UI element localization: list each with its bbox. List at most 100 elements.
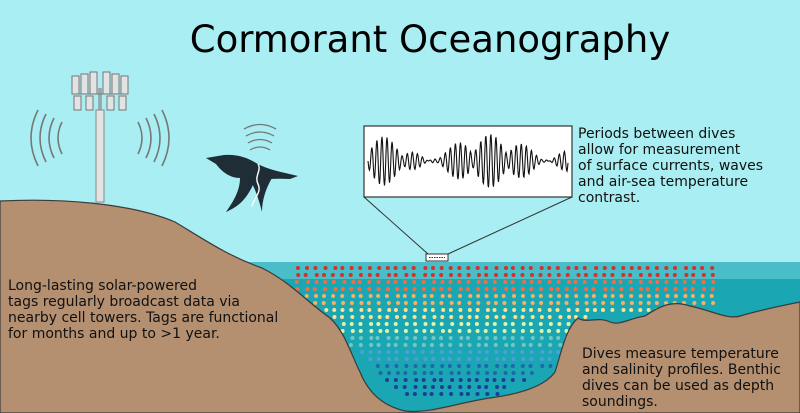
dive-profile-dot xyxy=(367,287,372,291)
dive-profile-dot xyxy=(321,301,326,305)
dive-profile-dot xyxy=(351,294,356,298)
dive-profile-dot xyxy=(684,266,688,270)
dive-profile-dot xyxy=(377,266,382,270)
dive-profile-dot xyxy=(583,315,588,319)
dive-profile-dot xyxy=(402,266,407,270)
dive-profile-dot xyxy=(423,273,428,277)
dive-profile-dot xyxy=(432,280,437,284)
dive-profile-dot xyxy=(387,273,392,277)
dive-profile-dot xyxy=(547,308,552,312)
dive-profile-dot xyxy=(582,280,587,284)
dive-profile-dot xyxy=(386,343,391,347)
dive-profile-dot xyxy=(665,294,670,298)
dive-profile-dot xyxy=(584,273,588,277)
dive-profile-dot xyxy=(368,315,373,319)
dive-profile-dot xyxy=(510,378,515,382)
note-line: Periods between dives xyxy=(578,126,736,142)
dive-profile-dot xyxy=(404,357,409,361)
dive-profile-dot xyxy=(540,364,545,368)
dive-profile-dot xyxy=(466,273,471,277)
note-line: for months and up to >1 year. xyxy=(8,326,220,342)
dive-profile-dot xyxy=(349,301,354,305)
dive-profile-dot xyxy=(360,315,365,319)
dive-profile-dot xyxy=(294,280,299,284)
dive-profile-dot xyxy=(468,294,473,298)
surface-timeseries-signal xyxy=(367,134,569,188)
dive-profile-dot xyxy=(404,336,409,340)
dive-profile-dot xyxy=(512,294,516,298)
dive-profile-dot xyxy=(412,315,417,319)
dive-profile-dot xyxy=(547,280,552,284)
dive-profile-dot xyxy=(576,273,581,277)
dive-profile-dot xyxy=(520,287,525,291)
dive-profile-dot xyxy=(628,273,633,277)
dive-profile-dot xyxy=(340,294,345,298)
dive-profile-dot xyxy=(340,315,344,319)
dive-profile-dot xyxy=(564,301,569,305)
dive-profile-dot xyxy=(467,301,472,305)
dive-profile-dot xyxy=(466,266,471,270)
dive-profile-dot xyxy=(393,343,398,347)
dive-profile-dot xyxy=(358,266,363,270)
dive-profile-dot xyxy=(621,266,626,270)
dive-profile-dot xyxy=(547,315,552,319)
dive-profile-dot xyxy=(458,343,463,347)
dive-profile-dot xyxy=(601,308,605,312)
dive-profile-dot xyxy=(538,273,543,277)
dive-profile-dot xyxy=(673,287,678,291)
dive-profile-dot xyxy=(520,350,525,354)
dive-profile-dot xyxy=(486,301,491,305)
dive-profile-dot xyxy=(423,266,428,270)
dive-profile-dot xyxy=(303,273,308,277)
dive-profile-dot xyxy=(638,294,643,298)
dive-profile-dot xyxy=(474,315,479,319)
dive-profile-dot xyxy=(528,266,533,270)
dive-profile-dot xyxy=(629,266,634,270)
dive-profile-dot xyxy=(358,294,363,298)
dive-profile-dot xyxy=(411,350,416,354)
dive-profile-dot xyxy=(349,287,354,291)
dive-profile-dot xyxy=(439,301,444,305)
dive-profile-dot xyxy=(492,287,497,291)
dive-profile-dot xyxy=(537,343,542,347)
dive-profile-dot xyxy=(701,301,706,305)
dive-profile-dot xyxy=(477,364,482,368)
dive-profile-dot xyxy=(457,273,462,277)
dive-profile-dot xyxy=(494,315,499,319)
dive-profile-dot xyxy=(432,378,437,382)
dive-profile-dot xyxy=(324,308,329,312)
dive-profile-dot xyxy=(574,266,579,270)
dive-profile-dot xyxy=(422,364,427,368)
dive-profile-dot xyxy=(348,273,353,277)
dive-profile-dot xyxy=(376,301,381,305)
dive-profile-dot xyxy=(441,329,445,333)
dive-profile-dot xyxy=(654,266,659,270)
dive-profile-dot xyxy=(483,280,488,284)
dive-profile-dot xyxy=(404,273,409,277)
dive-profile-dot xyxy=(521,308,526,312)
dive-profile-dot xyxy=(684,273,689,277)
dive-profile-dot xyxy=(475,371,480,375)
dive-profile-dot xyxy=(448,350,453,354)
dive-profile-dot xyxy=(467,385,472,389)
dive-profile-dot xyxy=(603,294,608,298)
dive-profile-dot xyxy=(387,357,392,361)
dive-profile-dot xyxy=(402,294,407,298)
dive-profile-dot xyxy=(584,294,589,298)
dive-profile-dot xyxy=(529,287,534,291)
callout-lines xyxy=(363,196,573,255)
dive-profile-dot xyxy=(558,315,563,319)
dive-profile-dot xyxy=(357,280,362,284)
dive-profile-dot xyxy=(548,364,553,368)
note-line: and air-sea temperature xyxy=(578,174,749,190)
dive-profile-dot xyxy=(439,378,443,382)
bird-signal-icon xyxy=(243,123,277,151)
page-title: Cormorant Oceanography xyxy=(189,18,671,61)
dive-profile-dot xyxy=(709,294,714,298)
dive-profile-dot xyxy=(511,273,516,277)
dive-profile-dot xyxy=(484,357,489,361)
dive-profile-dot xyxy=(610,308,615,312)
dive-profile-dot xyxy=(403,378,408,382)
dive-profile-dot xyxy=(369,329,374,333)
dive-profile-dot xyxy=(430,350,435,354)
